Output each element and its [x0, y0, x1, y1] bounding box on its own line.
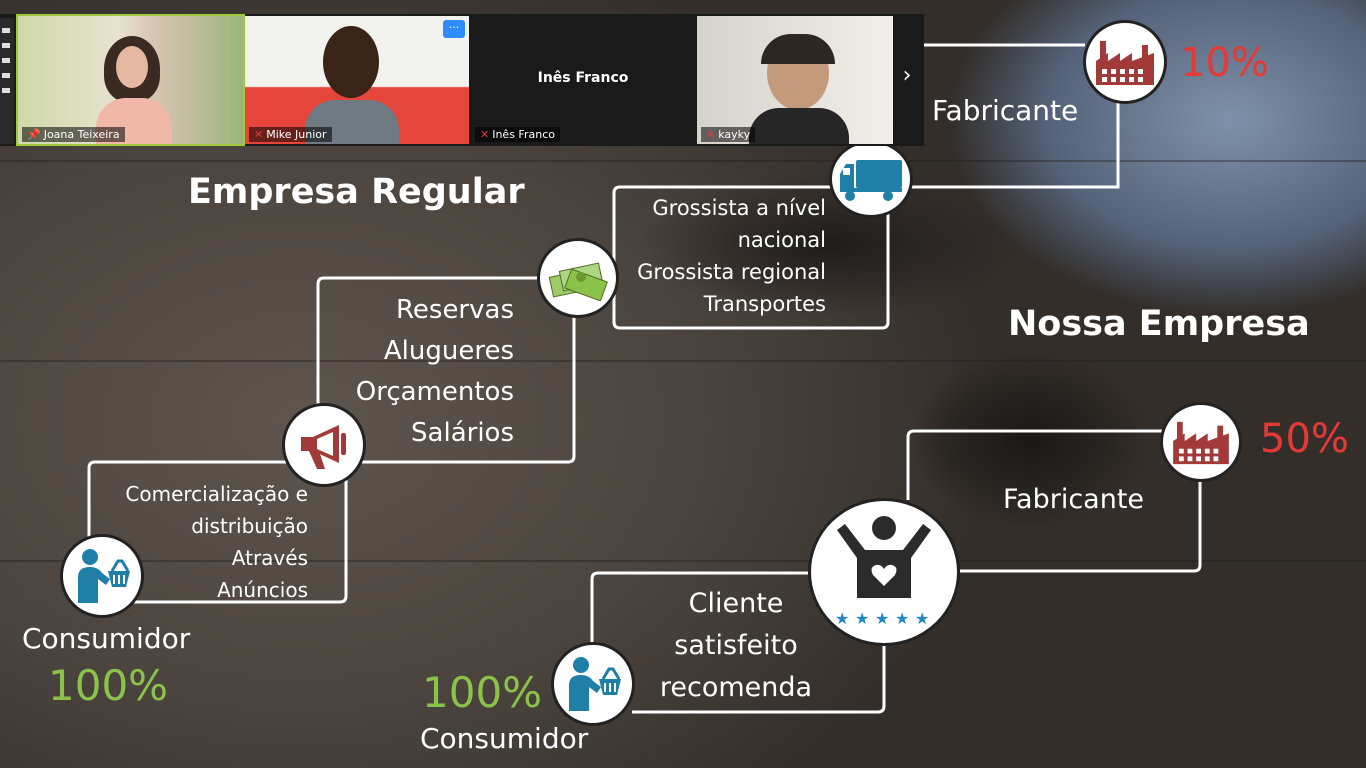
cost-item: Salários	[411, 418, 514, 448]
marketing-item: Comercialização e	[125, 482, 308, 506]
participant-name: ✕Inês Franco	[475, 127, 560, 142]
svg-text:★: ★	[855, 609, 869, 628]
participant-tile[interactable]: › ✕kayky	[697, 16, 921, 144]
consumer-basket-icon	[60, 534, 144, 618]
pin-icon: 📌	[27, 128, 41, 141]
participant-video	[761, 34, 835, 64]
money-icon	[537, 238, 619, 318]
consumer-share-regular: 100%	[48, 661, 169, 710]
regular-company-title: Empresa Regular	[188, 172, 525, 212]
participant-tile[interactable]: 📌Joana Teixeira	[16, 14, 245, 146]
cost-item: Reservas	[396, 295, 514, 325]
wholesale-list: Grossista a nível nacional Grossista reg…	[620, 192, 826, 320]
participant-name: 📌Joana Teixeira	[22, 127, 125, 142]
client-line: Cliente	[688, 588, 784, 619]
manufacturer-share-regular: 10%	[1180, 40, 1269, 86]
marketing-item: Anúncios	[217, 578, 308, 602]
marketing-list: Comercialização e distribuição Através A…	[94, 478, 308, 606]
our-company-title: Nossa Empresa	[1008, 304, 1310, 344]
svg-text:★: ★	[895, 609, 909, 628]
wood-grain	[0, 360, 1366, 362]
consumer-share-ours: 100%	[422, 668, 543, 717]
wholesale-item: Grossista a nível	[652, 196, 826, 220]
truck-icon	[829, 140, 913, 218]
muted-mic-icon: ✕	[706, 128, 716, 141]
client-recommends: Cliente satisfeito recomenda	[640, 583, 832, 709]
factory-icon	[1160, 402, 1242, 482]
participant-tile[interactable]: ··· ✕Mike Junior	[245, 16, 469, 144]
client-line: satisfeito	[674, 630, 798, 661]
factory-icon	[1083, 20, 1167, 104]
muted-mic-icon: ✕	[254, 128, 264, 141]
svg-text:★: ★	[835, 609, 849, 628]
cost-item: Alugueres	[383, 336, 514, 366]
marketing-item: Através	[231, 546, 308, 570]
next-page-arrow[interactable]: ›	[893, 16, 921, 144]
side-toolbar[interactable]	[0, 18, 14, 144]
muted-mic-icon: ✕	[480, 128, 490, 141]
consumer-label-regular: Consumidor	[22, 622, 191, 655]
consumer-label-ours: Consumidor	[420, 722, 589, 755]
manufacturer-label-ours: Fabricante	[1003, 484, 1145, 515]
participant-name: ✕kayky	[701, 127, 756, 142]
cost-list: Reservas Alugueres Orçamentos Salários	[330, 290, 514, 454]
svg-text:★: ★	[875, 609, 889, 628]
cost-item: Orçamentos	[355, 377, 514, 407]
megaphone-icon	[282, 403, 366, 487]
marketing-item: distribuição	[191, 514, 308, 538]
wood-grain	[0, 560, 1366, 562]
wholesale-item: Grossista regional	[637, 260, 826, 284]
participant-video	[749, 108, 849, 144]
more-options-button[interactable]: ···	[443, 20, 465, 38]
client-line: recomenda	[659, 672, 813, 703]
wholesale-item: nacional	[737, 228, 826, 252]
participant-video	[116, 46, 148, 88]
manufacturer-label-regular: Fabricante	[932, 94, 1079, 127]
participant-name: ✕Mike Junior	[249, 127, 332, 142]
participant-video	[323, 26, 379, 98]
consumer-basket-icon	[551, 642, 635, 726]
wholesale-item: Transportes	[703, 292, 826, 316]
satisfied-client-icon: ★ ★ ★ ★ ★	[808, 498, 960, 646]
svg-text:★: ★	[915, 609, 929, 628]
video-off-name: Inês Franco	[537, 70, 629, 86]
manufacturer-share-ours: 50%	[1260, 416, 1349, 462]
wood-grain	[0, 160, 1366, 162]
participant-tile[interactable]: Inês Franco ✕Inês Franco	[471, 16, 695, 144]
